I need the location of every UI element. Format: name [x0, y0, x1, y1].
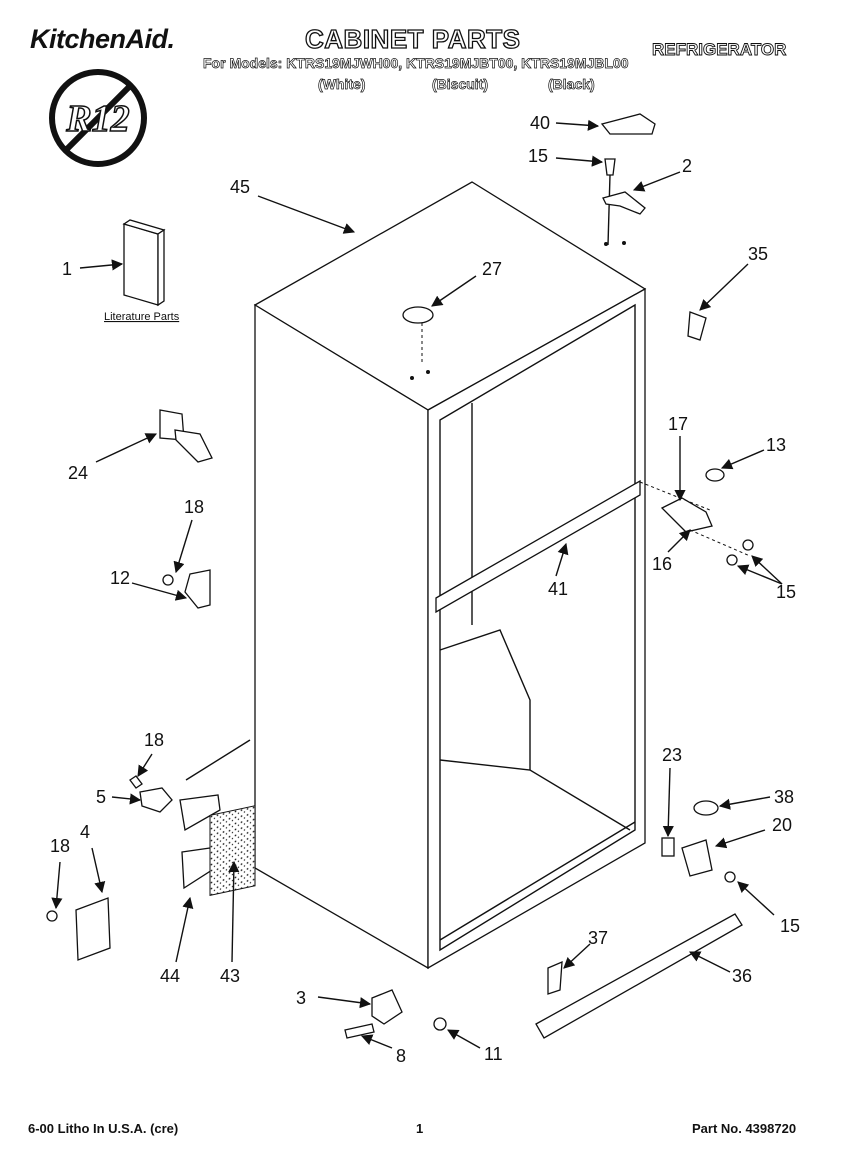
leader-lines: [51, 119, 783, 1049]
part-5-hinge: [139, 787, 173, 813]
part-8-screw: [344, 1023, 375, 1039]
callout-38: 38: [774, 787, 794, 807]
callout-labels: 1 2 3 4 5 8 11 12 13 15 15 15 15 16 17 1…: [50, 113, 800, 1066]
callout-37: 37: [588, 928, 608, 948]
r12-badge-text: R12: [65, 98, 129, 140]
part-18-screw-e: [46, 910, 58, 922]
kitchenaid-logo: KitchenAid.: [30, 24, 175, 54]
callout-15-lower: 15: [780, 916, 800, 936]
part-15-screw-f: [724, 871, 736, 883]
part-23-shim: [661, 837, 675, 857]
callout-24: 24: [68, 463, 88, 483]
callout-12: 12: [110, 568, 130, 588]
callout-15-right: 15: [776, 582, 796, 602]
part-18-screw-d: [129, 775, 143, 789]
models-line: For Models: KTRS19MJWH00, KTRS19MJBT00, …: [203, 55, 629, 72]
part-43-insulation: [209, 805, 256, 896]
part-4-cover: [75, 897, 111, 961]
callout-35: 35: [748, 244, 768, 264]
part-2-bracket: [602, 191, 646, 215]
part-27-plug: [402, 306, 434, 324]
callout-40: 40: [530, 113, 550, 133]
r12-badge: R12: [49, 69, 147, 167]
part-35-clip: [687, 311, 707, 341]
color-biscuit: (Biscuit): [432, 76, 489, 93]
callout-20: 20: [772, 815, 792, 835]
callout-1: 1: [62, 259, 72, 279]
small-parts: [46, 113, 754, 1039]
callout-2: 2: [682, 156, 692, 176]
callout-13: 13: [766, 435, 786, 455]
callout-18-a: 18: [184, 497, 204, 517]
part-15-screw-top: [604, 158, 616, 176]
literature-label: Literature Parts: [104, 311, 180, 323]
part-38-washer: [693, 800, 719, 816]
callout-15-top: 15: [528, 146, 548, 166]
callout-36: 36: [732, 966, 752, 986]
part-20-hinge: [681, 839, 713, 877]
part-15-screw-b: [742, 539, 754, 551]
part-15-screw-c: [726, 554, 738, 566]
callout-8: 8: [396, 1046, 406, 1066]
color-white: (White): [318, 76, 366, 93]
callout-18-c: 18: [50, 836, 70, 856]
category-title: REFRIGERATOR: [652, 40, 787, 60]
part-44-bracket: [179, 794, 221, 832]
part-17-16-hinge: [660, 497, 713, 533]
part-3-leveler: [371, 989, 403, 1025]
callout-45: 45: [230, 177, 250, 197]
footer-page-number: 1: [416, 1121, 424, 1136]
literature-booklet: [122, 219, 166, 307]
callout-11: 11: [484, 1044, 503, 1064]
part-36-grille: [535, 913, 743, 1039]
color-black: (Black): [548, 76, 595, 93]
callout-17: 17: [668, 414, 688, 434]
callout-4: 4: [80, 822, 90, 842]
refrigerator-cabinet: [253, 181, 647, 970]
callout-23: 23: [662, 745, 682, 765]
callout-3: 3: [296, 988, 306, 1008]
page-title: CABINET PARTS: [304, 23, 521, 54]
footer-part-number: Part No. 4398720: [692, 1121, 797, 1136]
callout-43: 43: [220, 966, 240, 986]
part-11-nut: [433, 1017, 447, 1031]
callout-16: 16: [652, 554, 672, 574]
callout-18-b: 18: [144, 730, 164, 750]
callout-27: 27: [482, 259, 502, 279]
part-12-hinge: [184, 569, 211, 609]
part-37-clip: [547, 960, 563, 995]
callout-41: 41: [548, 579, 568, 599]
part-18-screw-a: [162, 574, 174, 586]
footer-litho: 6-00 Litho In U.S.A. (cre): [28, 1121, 179, 1136]
part-13-washer: [705, 468, 725, 482]
callout-44: 44: [160, 966, 180, 986]
callout-5: 5: [96, 787, 106, 807]
part-40-cap: [600, 113, 656, 135]
